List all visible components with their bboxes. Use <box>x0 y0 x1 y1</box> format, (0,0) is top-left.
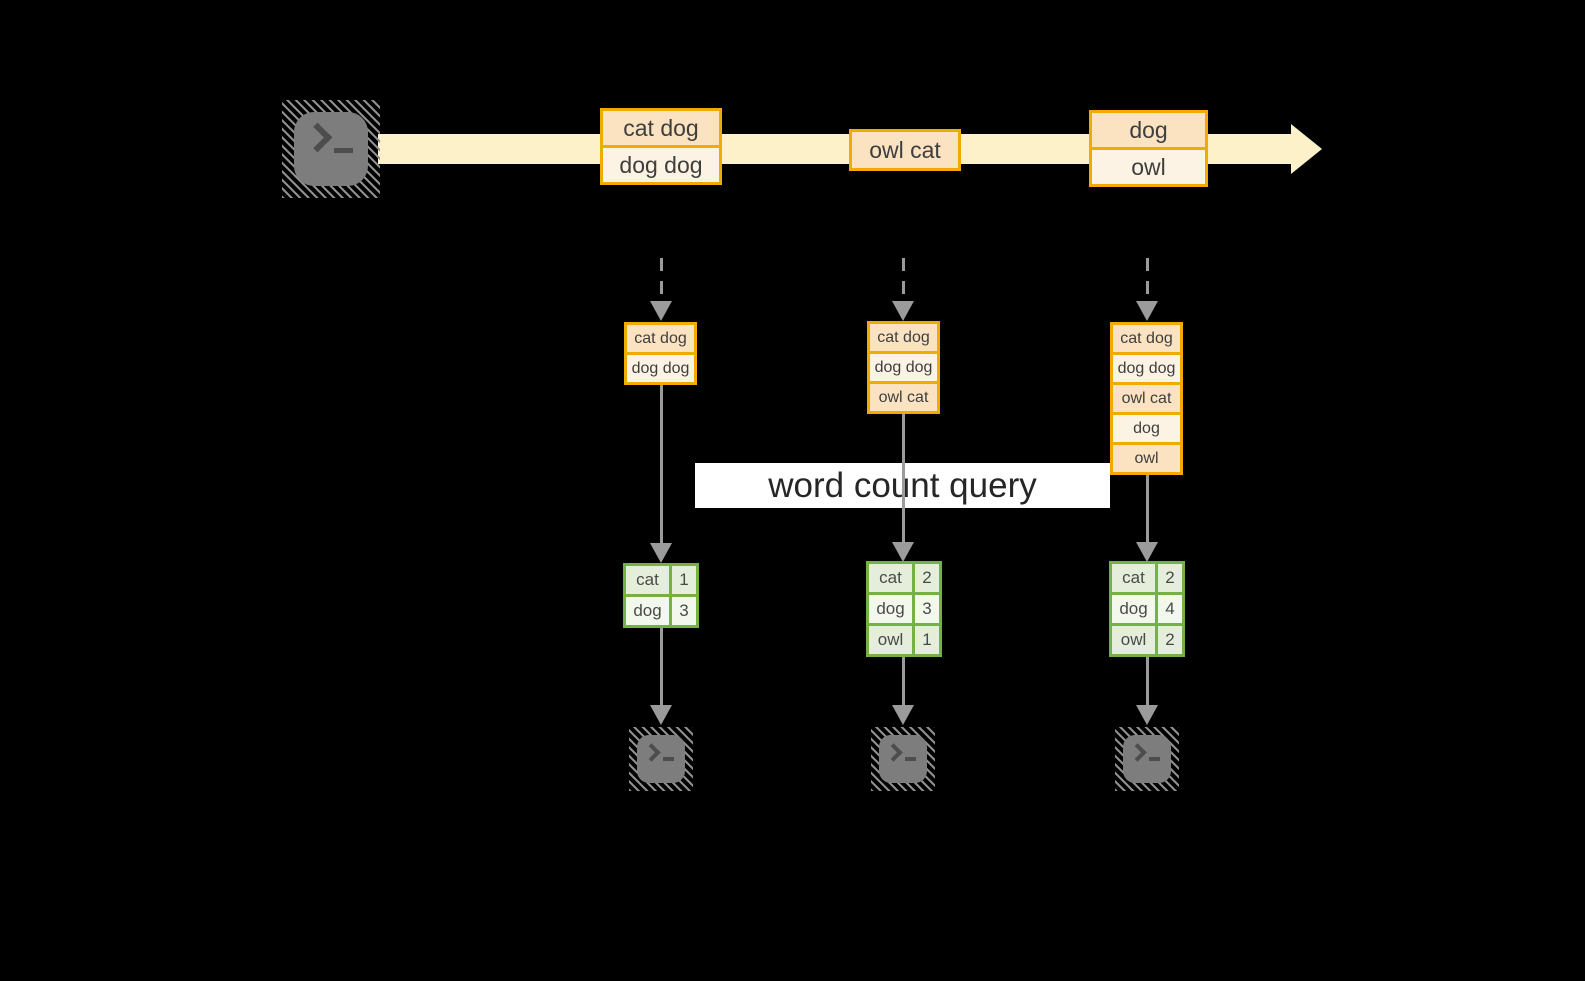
sink-arrow-line-3 <box>1146 656 1149 706</box>
result-table-3: cat 2 dog 4 owl 2 <box>1109 561 1185 657</box>
prompt-cursor-icon <box>905 757 916 761</box>
terminal-screen <box>1123 735 1171 783</box>
state-cell: owl <box>1110 442 1183 475</box>
state-box-2: cat dog dog dog owl cat <box>867 321 940 414</box>
state-cell: owl cat <box>867 381 940 414</box>
message-cell: dog <box>1089 110 1208 150</box>
state-cell: dog dog <box>867 351 940 384</box>
result-row: dog 4 <box>1109 592 1185 626</box>
sink-arrow-line-2 <box>902 656 905 706</box>
count-cell: 3 <box>669 594 699 628</box>
word-cell: cat <box>623 563 672 597</box>
state-cell: owl cat <box>1110 382 1183 415</box>
result-row: owl 1 <box>866 623 942 657</box>
query-arrowhead-3 <box>1136 542 1158 562</box>
source-terminal-icon <box>282 100 380 198</box>
query-arrowhead-2 <box>892 542 914 562</box>
word-cell: dog <box>866 592 915 626</box>
count-cell: 2 <box>912 561 942 595</box>
microbatch-arrow-line-3 <box>1146 258 1149 302</box>
sink-arrowhead-1 <box>650 705 672 725</box>
message-cell: cat dog <box>600 108 722 148</box>
word-cell: cat <box>1109 561 1158 595</box>
microbatch-arrowhead-3 <box>1136 301 1158 321</box>
prompt-cursor-icon <box>663 757 674 761</box>
sink-terminal-icon-3 <box>1115 727 1179 791</box>
sink-terminal-icon-1 <box>629 727 693 791</box>
terminal-screen <box>637 735 685 783</box>
state-cell: cat dog <box>1110 322 1183 355</box>
count-cell: 4 <box>1155 592 1185 626</box>
count-cell: 1 <box>912 623 942 657</box>
prompt-cursor-icon <box>1149 757 1160 761</box>
count-cell: 2 <box>1155 561 1185 595</box>
message-cell: owl <box>1089 147 1208 187</box>
message-cell: owl cat <box>849 129 961 171</box>
stream-arrowhead-icon <box>1291 124 1322 174</box>
state-cell: dog dog <box>624 352 697 385</box>
result-row: owl 2 <box>1109 623 1185 657</box>
result-table-1: cat 1 dog 3 <box>623 563 699 628</box>
count-cell: 2 <box>1155 623 1185 657</box>
count-cell: 1 <box>669 563 699 597</box>
state-box-3: cat dog dog dog owl cat dog owl <box>1110 322 1183 475</box>
word-cell: dog <box>623 594 672 628</box>
count-cell: 3 <box>912 592 942 626</box>
query-arrow-line-2 <box>902 413 905 543</box>
state-box-1: cat dog dog dog <box>624 322 697 385</box>
result-table-2: cat 2 dog 3 owl 1 <box>866 561 942 657</box>
prompt-chevron-icon <box>1128 743 1147 762</box>
query-arrow-line-1 <box>660 384 663 544</box>
prompt-chevron-icon <box>884 743 903 762</box>
stream-batch-2: owl cat <box>849 129 961 171</box>
state-cell: dog <box>1110 412 1183 445</box>
stream-batch-1: cat dog dog dog <box>600 108 722 185</box>
sink-arrowhead-2 <box>892 705 914 725</box>
word-cell: owl <box>1109 623 1158 657</box>
result-row: cat 2 <box>866 561 942 595</box>
microbatch-arrow-line-2 <box>902 258 905 302</box>
state-cell: dog dog <box>1110 352 1183 385</box>
microbatch-arrowhead-1 <box>650 301 672 321</box>
prompt-chevron-icon <box>642 743 661 762</box>
query-arrowhead-1 <box>650 543 672 563</box>
sink-arrowhead-3 <box>1136 705 1158 725</box>
query-arrow-line-3 <box>1146 474 1149 543</box>
terminal-screen <box>294 112 368 186</box>
state-cell: cat dog <box>624 322 697 355</box>
word-cell: cat <box>866 561 915 595</box>
microbatch-arrowhead-2 <box>892 301 914 321</box>
result-row: cat 1 <box>623 563 699 597</box>
word-cell: owl <box>866 623 915 657</box>
result-row: dog 3 <box>866 592 942 626</box>
state-cell: cat dog <box>867 321 940 354</box>
message-cell: dog dog <box>600 145 722 185</box>
result-row: cat 2 <box>1109 561 1185 595</box>
prompt-chevron-icon <box>302 122 333 153</box>
sink-terminal-icon-2 <box>871 727 935 791</box>
terminal-screen <box>879 735 927 783</box>
prompt-cursor-icon <box>334 148 353 153</box>
sink-arrow-line-1 <box>660 627 663 706</box>
result-row: dog 3 <box>623 594 699 628</box>
word-cell: dog <box>1109 592 1158 626</box>
stream-batch-3: dog owl <box>1089 110 1208 187</box>
microbatch-arrow-line-1 <box>660 258 663 302</box>
